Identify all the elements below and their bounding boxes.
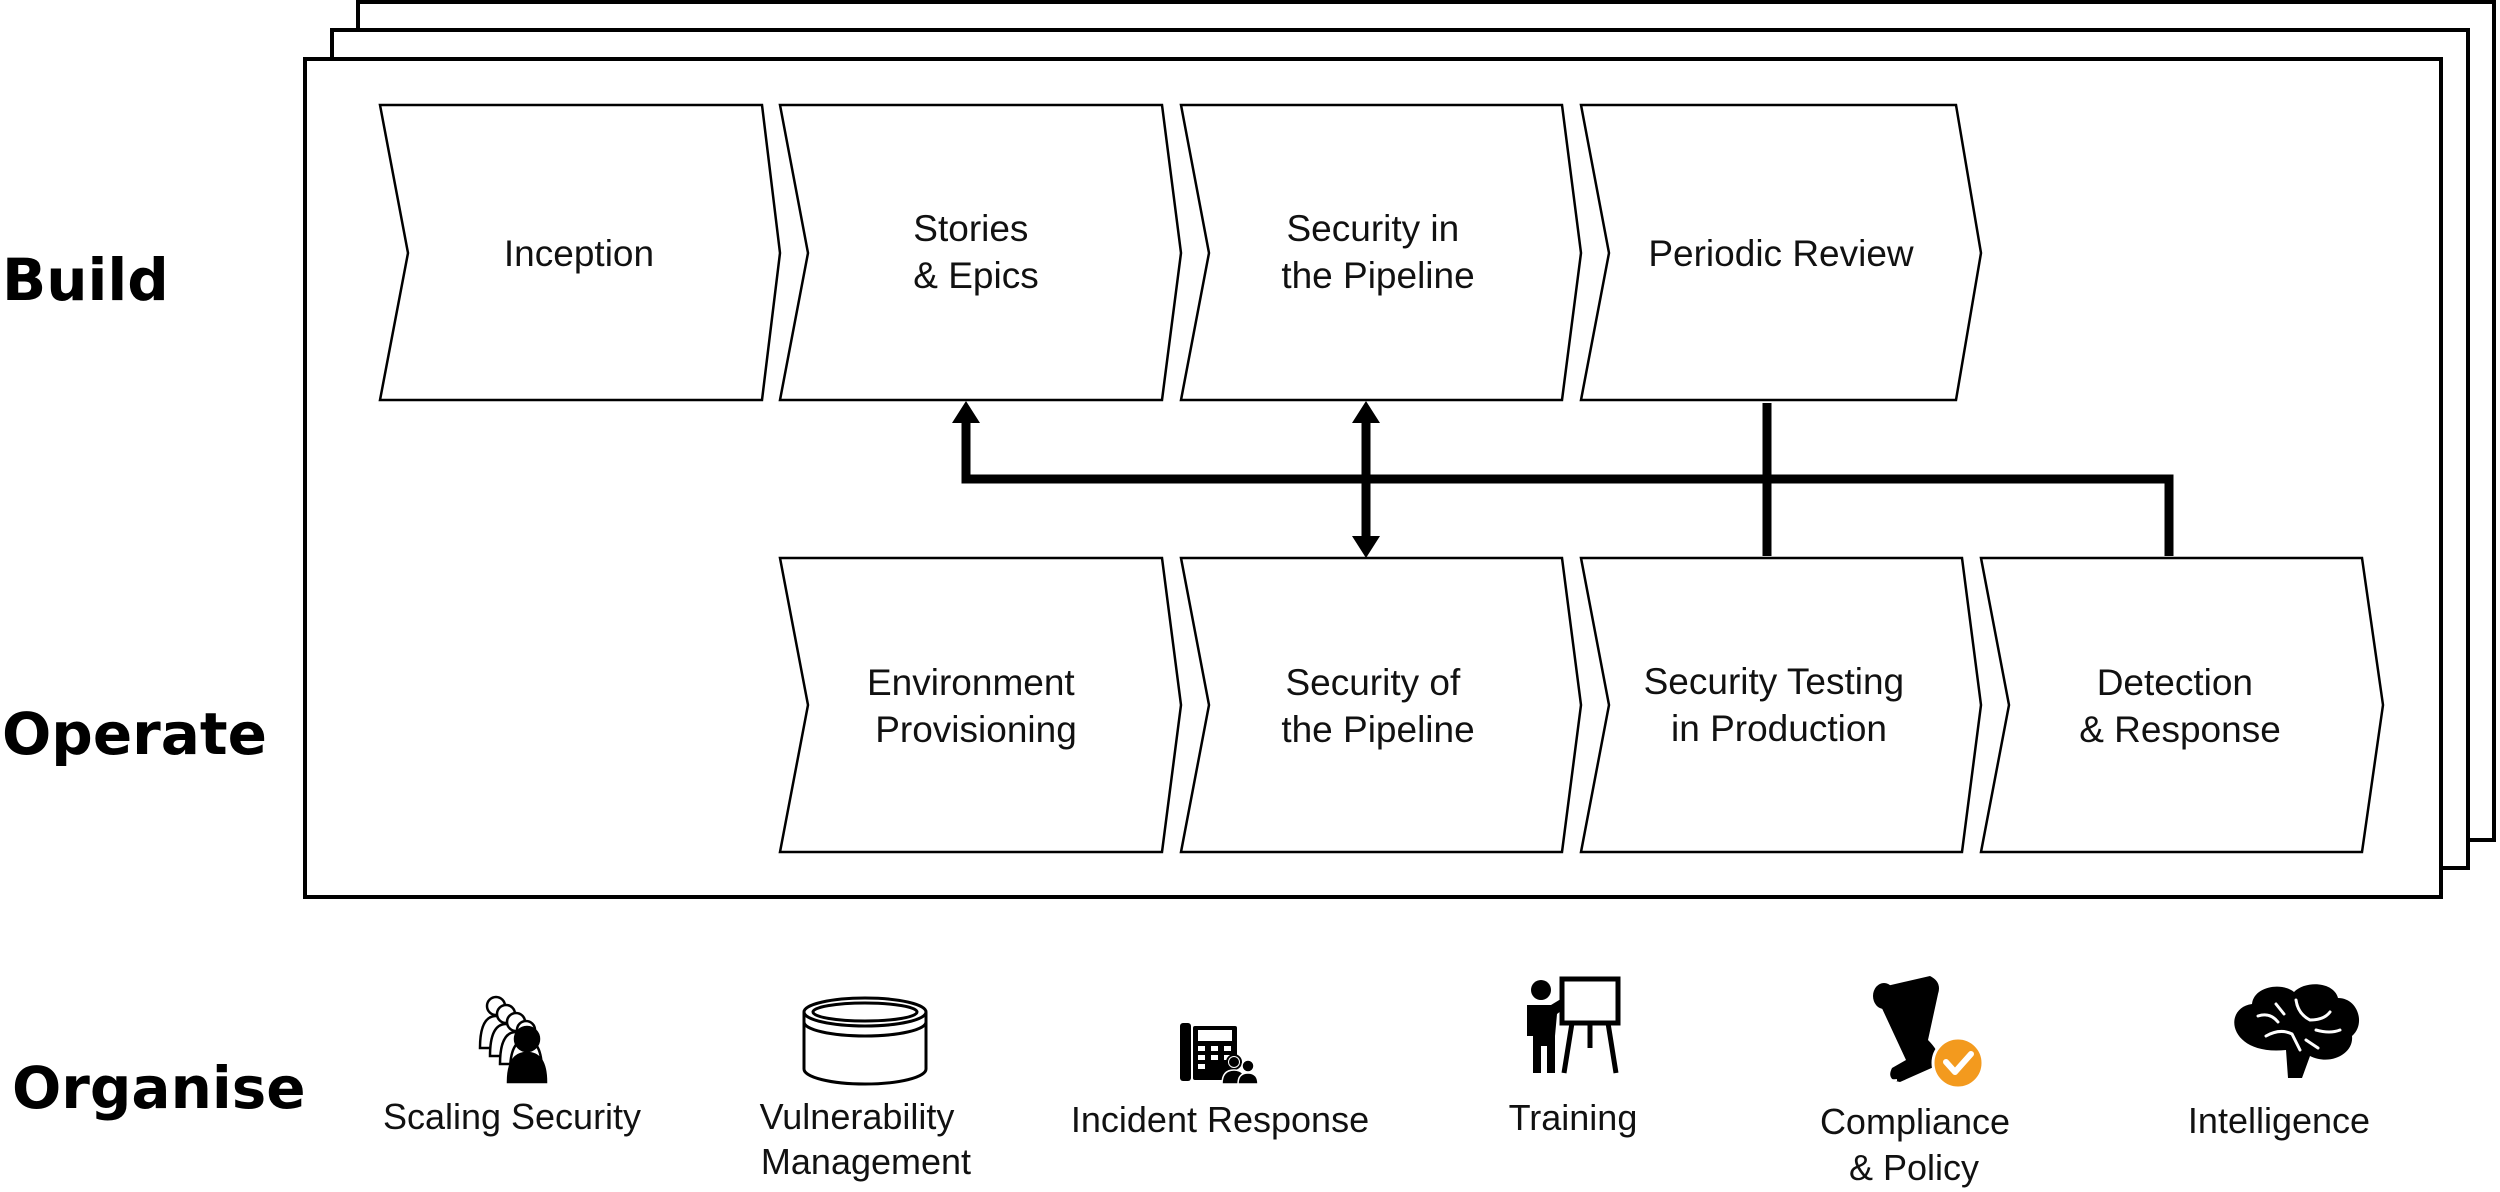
scroll-check-icon xyxy=(1873,976,1985,1090)
organise-item-training: Training xyxy=(1509,976,1638,1138)
step-line: Provisioning xyxy=(875,709,1077,750)
operate-step-label: Security of the Pipeline xyxy=(1281,662,1474,750)
step-line: Security in xyxy=(1286,208,1459,249)
operate-step-label: Detection & Response xyxy=(2079,662,2281,750)
step-line: the Pipeline xyxy=(1281,709,1474,750)
build-step-inception: Inception xyxy=(378,103,782,402)
label-line: Compliance xyxy=(1820,1101,2010,1142)
connector-arrowheads xyxy=(952,401,1380,558)
label-line: Scaling Security xyxy=(383,1096,641,1137)
organise-item-incident-response: Incident Response xyxy=(1071,1023,1369,1140)
phone-with-people-icon xyxy=(1180,1023,1259,1085)
organise-item-compliance-policy: Compliance & Policy xyxy=(1820,976,2020,1188)
label-line: Vulnerability xyxy=(760,1096,955,1137)
build-step-security-in-pipeline: Security in the Pipeline xyxy=(1179,103,1583,402)
step-line: the Pipeline xyxy=(1281,255,1474,296)
operate-step-detection-response: Detection & Response xyxy=(1979,556,2385,854)
organise-item-label: Incident Response xyxy=(1071,1099,1369,1140)
connector-to-stories xyxy=(961,420,2174,556)
step-line: Security of xyxy=(1285,662,1461,703)
label-line: Training xyxy=(1509,1097,1638,1138)
step-line: in Production xyxy=(1671,708,1887,749)
step-line: Detection xyxy=(2097,662,2253,703)
step-line: & Epics xyxy=(913,255,1038,296)
operate-step-label: Security Testing in Production xyxy=(1644,661,1915,749)
arrowhead-up-stories xyxy=(952,401,980,423)
operate-step-environment-provisioning: Environment Provisioning xyxy=(778,556,1183,854)
row-label-build: Build xyxy=(2,246,169,314)
organise-item-label: Training xyxy=(1509,1097,1638,1138)
build-step-label: Periodic Review xyxy=(1648,233,1914,274)
organise-item-label: Compliance & Policy xyxy=(1820,1101,2020,1188)
organise-item-label: Vulnerability Management xyxy=(760,1096,971,1182)
step-line: Stories xyxy=(913,208,1028,249)
step-line: Environment xyxy=(867,662,1075,703)
people-group-icon xyxy=(478,995,548,1084)
organise-item-label: Intelligence xyxy=(2188,1100,2370,1141)
row-label-organise: Organise xyxy=(12,1054,306,1122)
organise-item-scaling-security: Scaling Security xyxy=(383,995,641,1137)
step-line: Inception xyxy=(504,233,654,274)
presenter-board-icon xyxy=(1527,976,1621,1074)
brain-icon xyxy=(2234,984,2360,1078)
build-step-label: Inception xyxy=(504,233,654,274)
label-line: Intelligence xyxy=(2188,1100,2370,1141)
organise-item-intelligence: Intelligence xyxy=(2188,984,2370,1141)
step-line: Periodic Review xyxy=(1648,233,1914,274)
label-line: & Policy xyxy=(1849,1147,1979,1188)
build-row: Inception Stories & Epics Security in th… xyxy=(378,103,1983,402)
label-line: Management xyxy=(761,1141,971,1182)
label-line: Incident Response xyxy=(1071,1099,1369,1140)
operate-row: Environment Provisioning Security of the… xyxy=(778,556,2385,854)
arrowhead-up-pipeline xyxy=(1352,401,1380,423)
build-step-stories-epics: Stories & Epics xyxy=(778,103,1183,402)
step-line: & Response xyxy=(2079,709,2281,750)
build-step-periodic-review: Periodic Review xyxy=(1579,103,1983,402)
feedback-connectors xyxy=(961,403,2174,556)
step-line: Security Testing xyxy=(1644,661,1905,702)
arrowhead-down-pipeline xyxy=(1352,536,1380,558)
organise-row: Scaling Security Vulnerability Managemen… xyxy=(383,976,2370,1188)
build-step-label: Stories & Epics xyxy=(913,208,1038,296)
organise-item-vulnerability-management: Vulnerability Management xyxy=(760,996,971,1182)
row-label-operate: Operate xyxy=(2,700,267,768)
organise-item-label: Scaling Security xyxy=(383,1096,641,1137)
operate-step-security-testing-production: Security Testing in Production xyxy=(1579,556,1983,854)
operate-step-security-of-pipeline: Security of the Pipeline xyxy=(1179,556,1583,854)
database-cylinder-icon xyxy=(802,996,928,1086)
operate-step-label: Environment Provisioning xyxy=(867,662,1085,750)
build-step-label: Security in the Pipeline xyxy=(1281,208,1474,296)
